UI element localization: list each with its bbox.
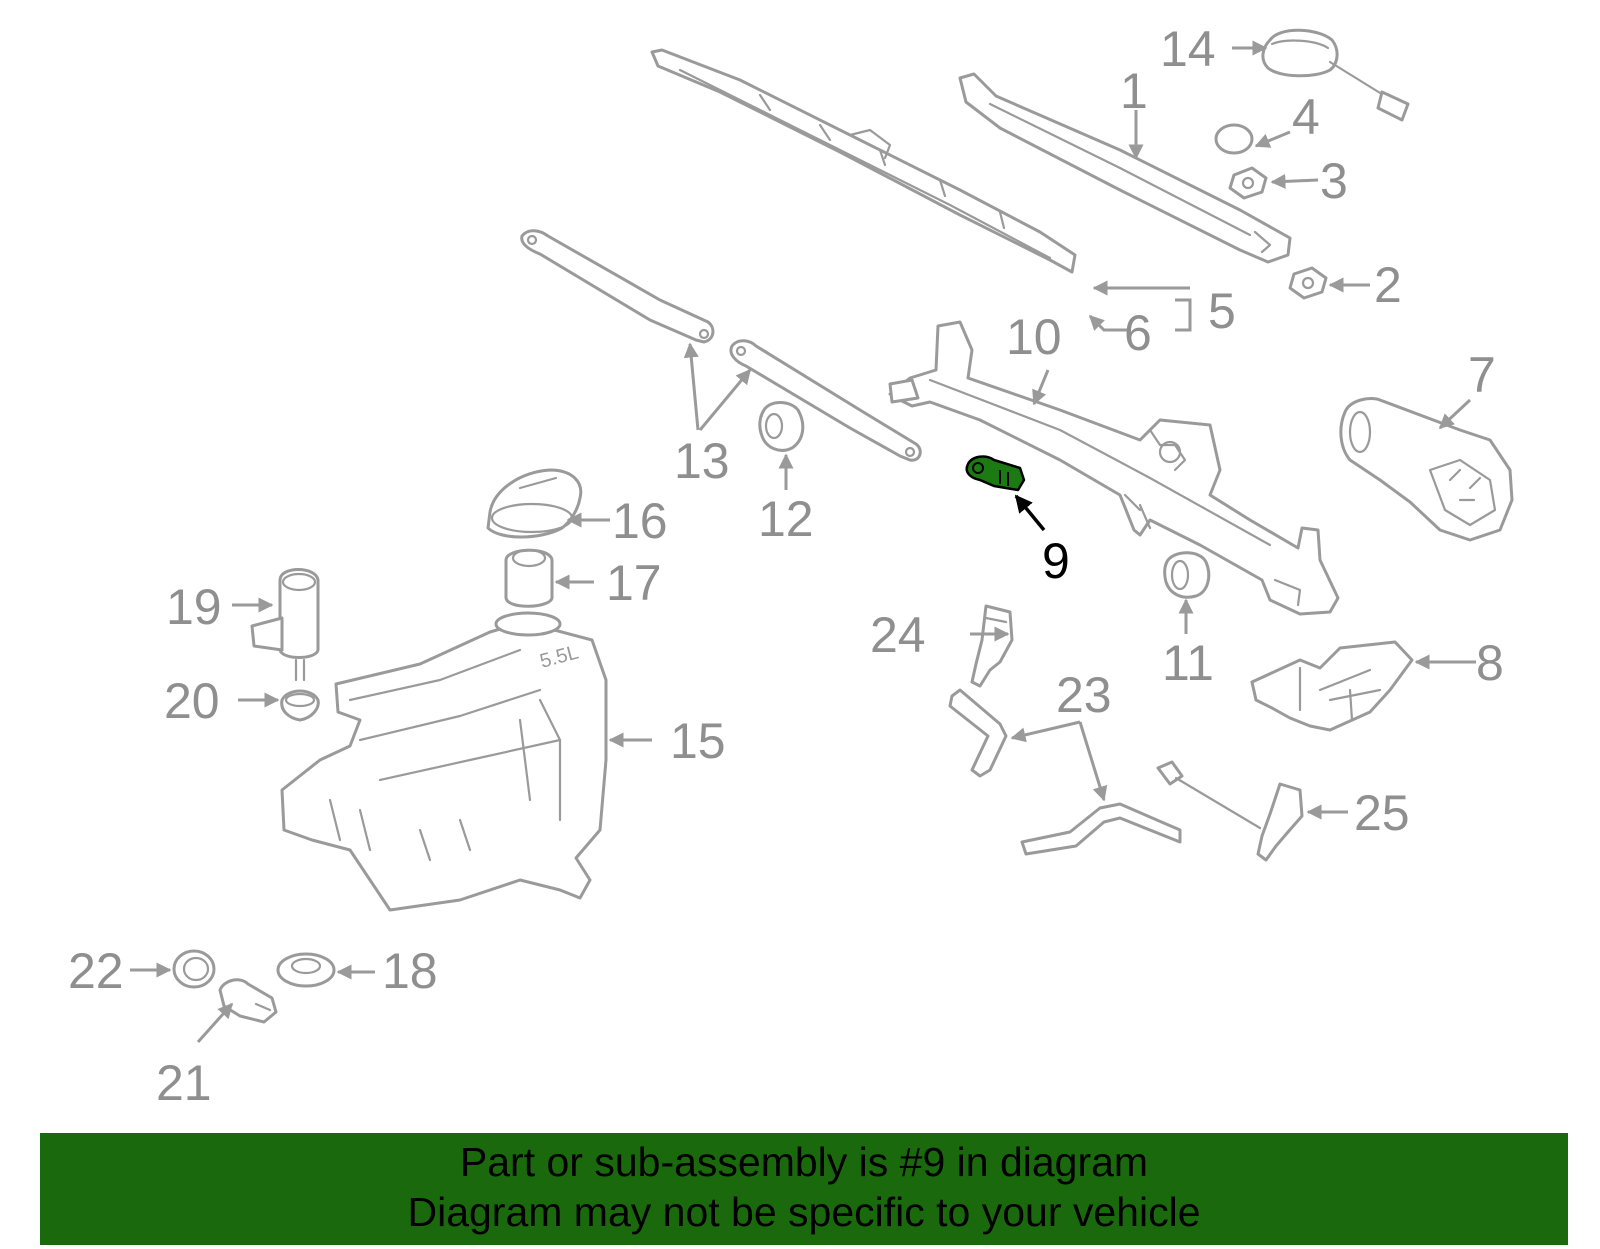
callout-10: 10 bbox=[1006, 309, 1062, 365]
callout-22: 22 bbox=[68, 943, 124, 999]
washer-reservoir: 5.5L bbox=[280, 611, 608, 912]
callout-4: 4 bbox=[1292, 89, 1320, 145]
callout-9: 9 bbox=[1042, 533, 1070, 589]
callout-23: 23 bbox=[1056, 667, 1112, 723]
callout-2: 2 bbox=[1374, 257, 1402, 313]
part-info-banner: Part or sub-assembly is #9 in diagram Di… bbox=[40, 1133, 1568, 1245]
mounting-bracket bbox=[1250, 640, 1414, 732]
callout-1: 1 bbox=[1120, 63, 1148, 119]
bushing-12 bbox=[758, 401, 805, 452]
callout-17: 17 bbox=[606, 555, 662, 611]
washer-pump bbox=[250, 568, 320, 682]
wiper-motor bbox=[1339, 397, 1514, 542]
callout-5: 5 bbox=[1208, 283, 1236, 339]
callout-21: 21 bbox=[156, 1055, 212, 1111]
callout-3: 3 bbox=[1320, 153, 1348, 209]
callout-16: 16 bbox=[612, 493, 668, 549]
callout-8: 8 bbox=[1476, 635, 1504, 691]
leader-lines bbox=[130, 40, 1476, 1044]
banner-line-part: Part or sub-assembly is #9 in diagram bbox=[459, 1139, 1149, 1185]
wiper-linkage-frame bbox=[888, 320, 1340, 616]
wiper-arm bbox=[958, 72, 1292, 264]
callout-7: 7 bbox=[1468, 347, 1496, 403]
nut-2 bbox=[1288, 266, 1328, 300]
callout-20: 20 bbox=[164, 673, 220, 729]
reservoir-grommet bbox=[276, 952, 336, 988]
callout-15: 15 bbox=[670, 713, 726, 769]
connecting-rod-upper bbox=[520, 229, 715, 344]
highlighted-part-9 bbox=[965, 455, 1026, 492]
callout-24: 24 bbox=[870, 607, 926, 663]
wiper-blade bbox=[650, 48, 1077, 274]
level-switch bbox=[218, 978, 278, 1024]
washer-nozzle-24 bbox=[970, 604, 1014, 688]
pump-grommet bbox=[280, 689, 320, 722]
connecting-rod-lower bbox=[729, 339, 922, 462]
callout-18: 18 bbox=[382, 943, 438, 999]
callout-25: 25 bbox=[1354, 785, 1410, 841]
callout-11: 11 bbox=[1162, 635, 1214, 691]
level-sensor bbox=[1156, 760, 1304, 862]
cap bbox=[1214, 123, 1254, 155]
nut bbox=[1228, 166, 1268, 200]
seal-ring bbox=[172, 949, 216, 989]
callout-labels: 1 2 3 4 5 6 7 8 9 10 11 12 13 14 15 16 1… bbox=[68, 21, 1504, 1111]
callout-19: 19 bbox=[166, 579, 222, 635]
filler-neck bbox=[504, 548, 554, 608]
callout-12: 12 bbox=[758, 491, 814, 547]
callout-14: 14 bbox=[1160, 21, 1216, 77]
banner-line-disclaimer: Diagram may not be specific to your vehi… bbox=[407, 1189, 1201, 1235]
washer-hose-upper bbox=[948, 688, 1008, 778]
motor-cap-connector bbox=[1261, 28, 1410, 122]
washer-hose-lower bbox=[1020, 802, 1182, 856]
callout-13: 13 bbox=[674, 433, 730, 489]
callout-6: 6 bbox=[1124, 305, 1152, 361]
filler-cap bbox=[486, 468, 583, 539]
grommet-11 bbox=[1163, 551, 1211, 599]
